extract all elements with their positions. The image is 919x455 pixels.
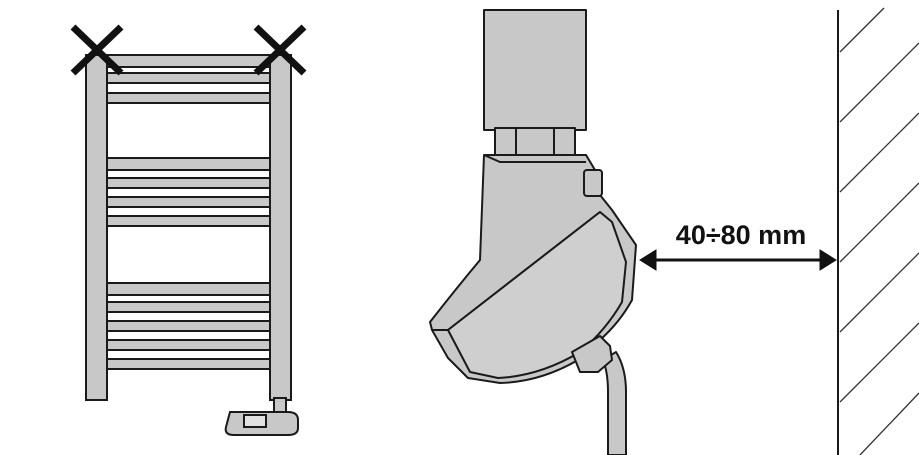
housing-top-ridge bbox=[483, 154, 586, 163]
x-cross-icon bbox=[70, 24, 124, 76]
power-cable bbox=[602, 351, 627, 455]
radiator-pipe bbox=[483, 9, 587, 131]
radiator-heater-element bbox=[224, 397, 299, 436]
cable-gland bbox=[571, 335, 613, 373]
connector-nut bbox=[494, 127, 576, 159]
distance-label: 40÷80 mm bbox=[676, 220, 806, 250]
heater-unit bbox=[429, 9, 637, 455]
radiator-bars bbox=[99, 54, 279, 370]
arrow-right-head-icon bbox=[819, 249, 837, 271]
x-cross-icon bbox=[253, 24, 307, 76]
wall bbox=[837, 7, 919, 455]
wall-hatching bbox=[839, 7, 919, 455]
towel-radiator bbox=[85, 54, 299, 436]
distance-arrow bbox=[639, 249, 837, 271]
right-rail bbox=[269, 54, 292, 401]
left-rail bbox=[85, 54, 108, 401]
arrow-left-head-icon bbox=[639, 249, 657, 271]
housing-side-bump bbox=[583, 169, 603, 197]
